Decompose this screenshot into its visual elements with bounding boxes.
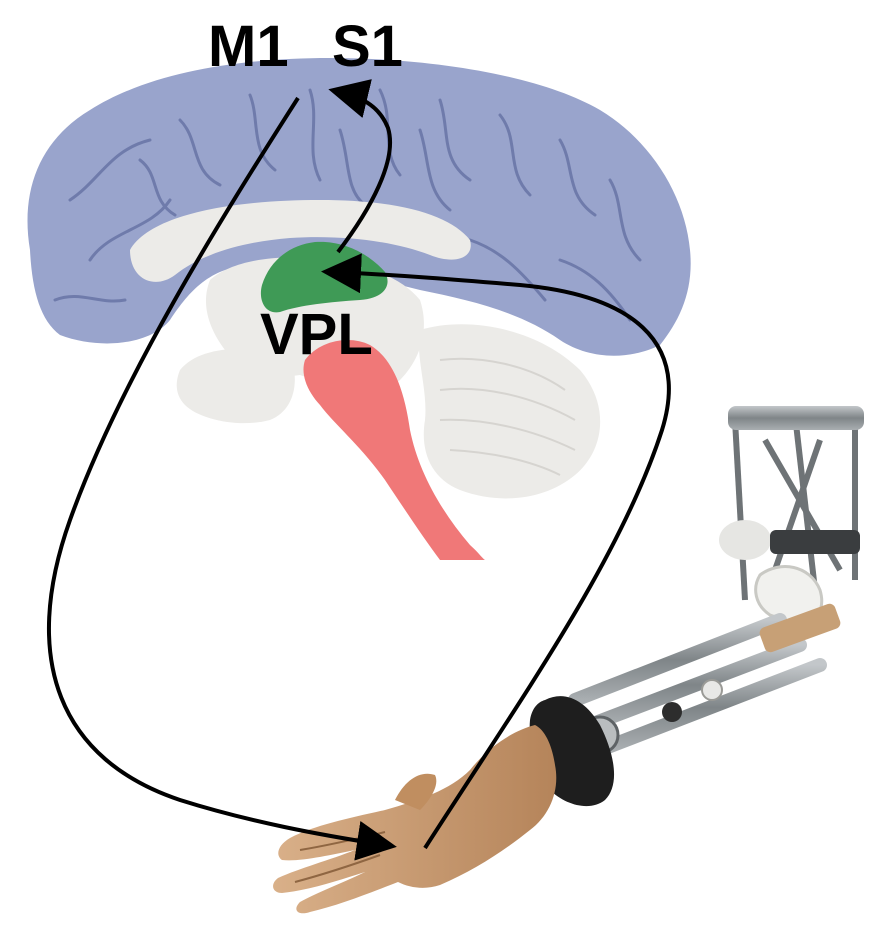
shoulder-plate: [728, 406, 864, 430]
knob-1: [702, 680, 722, 700]
cerebellum: [419, 324, 600, 498]
label-vpl: VPL: [260, 306, 373, 364]
prosthetic-hand: [273, 725, 556, 913]
prosthetic-arm-icon: [273, 406, 864, 913]
knob-2: [662, 702, 682, 722]
label-m1: M1: [208, 18, 289, 76]
elbow-joint: [719, 520, 771, 560]
label-s1: S1: [332, 18, 403, 76]
elbow-drive: [770, 530, 860, 554]
